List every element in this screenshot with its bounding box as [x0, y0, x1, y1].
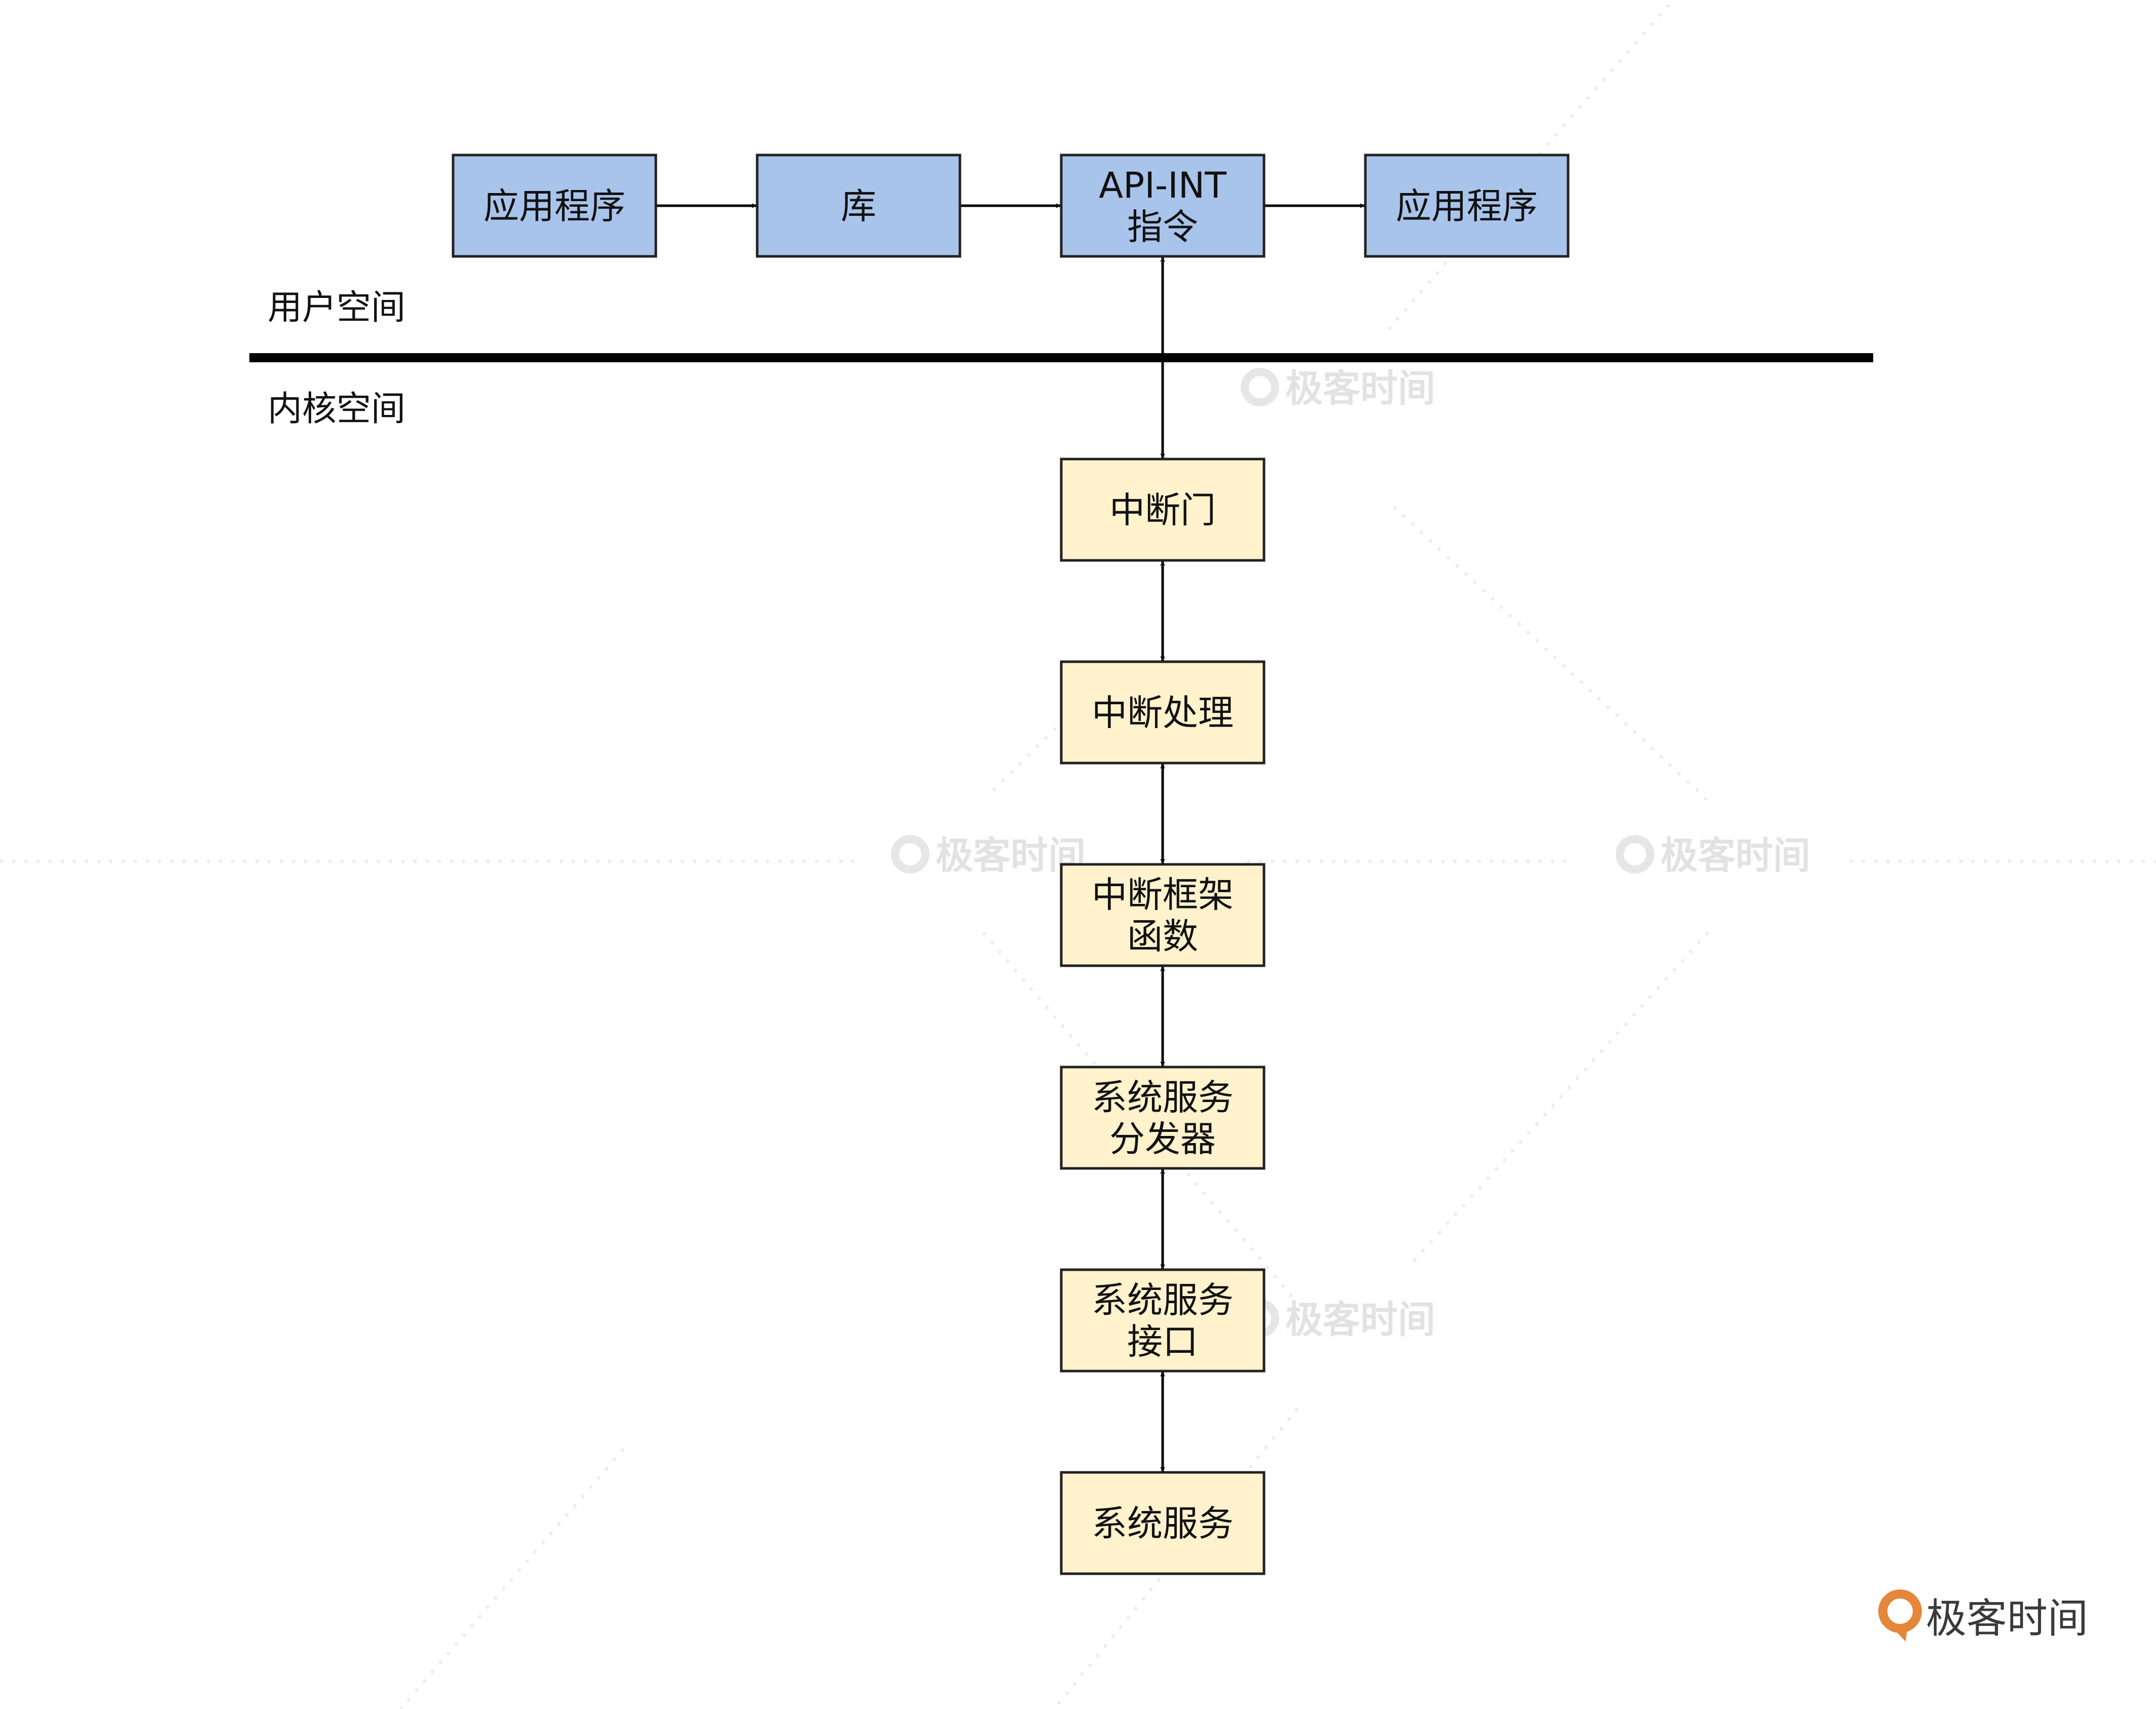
box-api-rect — [1060, 154, 1266, 258]
box-app1: 应用程序 — [452, 154, 657, 258]
box-gate-rect — [1060, 458, 1266, 562]
watermark-3: 极客时间 — [1241, 1298, 1435, 1342]
box-app1-label: 应用程序 — [484, 185, 625, 227]
box-framework-label: 函数 — [1127, 916, 1198, 957]
geektime-logo-icon — [891, 835, 930, 874]
box-interface-rect — [1060, 1268, 1266, 1373]
box-handler-rect — [1060, 660, 1266, 765]
box-framework-rect — [1060, 863, 1266, 967]
box-interface-label: 系统服务 — [1092, 1279, 1234, 1321]
box-framework-label: 中断框架 — [1092, 874, 1234, 916]
watermark-text: 极客时间 — [1285, 367, 1435, 410]
box-app2: 应用程序 — [1364, 154, 1570, 258]
brand-name: 极客时间 — [1926, 1595, 2088, 1642]
geektime-logo-icon — [1878, 1589, 1922, 1642]
watermark-text: 极客时间 — [1285, 1298, 1435, 1342]
box-dispatcher-rect — [1060, 1066, 1266, 1170]
box-service-label: 系统服务 — [1092, 1503, 1234, 1544]
watermark-0: 极客时间 — [1241, 367, 1435, 410]
box-handler: 中断处理 — [1060, 660, 1266, 765]
box-app2-rect — [1364, 154, 1570, 258]
watermarks: 极客时间极客时间极客时间极客时间 — [891, 367, 1810, 1342]
brand-logo: 极客时间 — [1878, 1589, 2088, 1642]
watermark-1: 极客时间 — [891, 834, 1086, 878]
box-service-rect — [1060, 1471, 1266, 1575]
box-lib-label: 库 — [841, 185, 876, 227]
box-interface-label: 接口 — [1127, 1321, 1198, 1362]
geektime-logo-icon — [1616, 835, 1654, 874]
watermark-2: 极客时间 — [1616, 834, 1810, 878]
box-lib-rect — [756, 154, 961, 258]
connectors — [656, 203, 1365, 1472]
user-space-label: 用户空间 — [268, 288, 405, 328]
box-api-label: API-INT — [1099, 165, 1226, 206]
box-dispatcher-label: 分发器 — [1109, 1118, 1216, 1160]
geektime-logo-icon — [1241, 368, 1279, 406]
kernel-space-label: 内核空间 — [268, 389, 405, 429]
box-api-label: 指令 — [1127, 206, 1198, 248]
box-lib: 库 — [756, 154, 961, 258]
box-gate-label: 中断门 — [1109, 489, 1216, 531]
box-app2-label: 应用程序 — [1396, 185, 1538, 227]
box-dispatcher-label: 系统服务 — [1092, 1077, 1234, 1118]
box-app1-rect — [452, 154, 657, 258]
box-service: 系统服务 — [1060, 1471, 1266, 1575]
box-handler-label: 中断处理 — [1092, 692, 1234, 734]
box-gate: 中断门 — [1060, 458, 1266, 562]
watermark-text: 极客时间 — [1660, 834, 1810, 878]
